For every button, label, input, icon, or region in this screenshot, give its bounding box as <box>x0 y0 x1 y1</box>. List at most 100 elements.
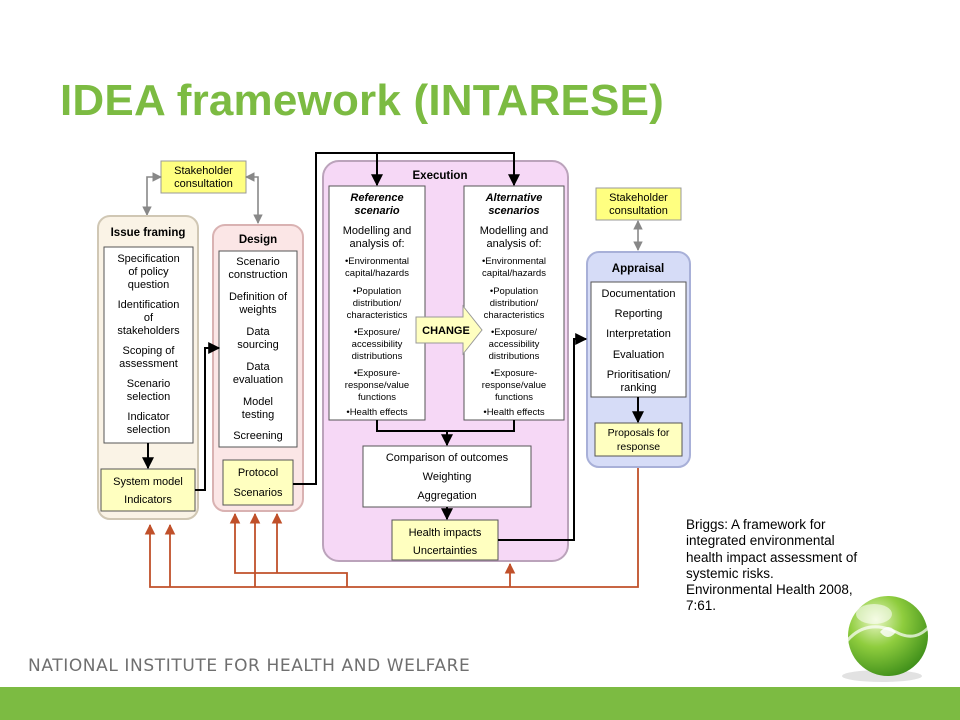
page-title: IDEA framework (INTARESE) <box>60 76 664 125</box>
proposals-line2: response <box>617 441 660 453</box>
svg-text:sourcing: sourcing <box>237 339 279 351</box>
stakeholder-left-arrows <box>142 172 263 224</box>
svg-text:Prioritisation/: Prioritisation/ <box>607 369 672 381</box>
svg-text:Interpretation: Interpretation <box>606 328 671 340</box>
svg-text:capital/hazards: capital/hazards <box>345 268 409 279</box>
stakeholder-consultation-right: Stakeholder consultation <box>595 187 682 221</box>
svg-text:•Exposure-: •Exposure- <box>354 368 401 379</box>
svg-text:•Environmental: •Environmental <box>345 256 409 267</box>
design-steps: Scenario construction Definition of weig… <box>228 256 288 442</box>
issue-framing-title: Issue framing <box>111 227 186 239</box>
svg-text:Identification: Identification <box>118 299 180 311</box>
svg-text:assessment: assessment <box>119 358 178 370</box>
reference-scenario-title: Reference <box>350 192 403 204</box>
svg-text:testing: testing <box>242 409 274 421</box>
svg-text:Aggregation: Aggregation <box>417 490 476 502</box>
issue-framing-steps: Specification of policy question Identif… <box>117 253 180 436</box>
svg-text:distribution/: distribution/ <box>490 298 539 309</box>
svg-text:of: of <box>144 312 154 324</box>
protocol-label: Protocol <box>238 467 278 479</box>
flow-arrows <box>195 152 588 541</box>
svg-text:analysis of:: analysis of: <box>349 238 404 250</box>
svg-text:characteristics: characteristics <box>484 310 545 321</box>
design-title: Design <box>239 234 277 246</box>
svg-text:•Health effects: •Health effects <box>346 407 407 418</box>
svg-text:scenario: scenario <box>354 205 400 217</box>
svg-text:Scoping of: Scoping of <box>123 345 176 357</box>
svg-text:Documentation: Documentation <box>602 288 676 300</box>
svg-text:•Exposure/: •Exposure/ <box>491 327 537 338</box>
svg-text:•Population: •Population <box>353 286 401 297</box>
svg-text:Scenario: Scenario <box>236 256 279 268</box>
svg-text:•Exposure-: •Exposure- <box>491 368 538 379</box>
indicators-label: Indicators <box>124 494 172 506</box>
feedback-arrows <box>144 468 639 588</box>
execution-stage: Execution Reference scenario Modelling a… <box>322 160 569 562</box>
svg-text:weights: weights <box>238 304 277 316</box>
svg-text:•Environmental: •Environmental <box>482 256 546 267</box>
health-impacts-label: Health impacts <box>409 527 482 539</box>
svg-text:Screening: Screening <box>233 430 283 442</box>
stakeholder-right-line1: Stakeholder <box>609 192 668 204</box>
proposals-line1: Proposals for <box>608 427 670 439</box>
issue-framing-stage: Issue framing Specification of policy qu… <box>97 215 199 520</box>
design-stage: Design Scenario construction Definition … <box>212 224 304 512</box>
execution-title: Execution <box>413 170 468 182</box>
system-model-label: System model <box>113 476 183 488</box>
svg-text:characteristics: characteristics <box>347 310 408 321</box>
footer-bar <box>0 687 960 720</box>
svg-text:•Population: •Population <box>490 286 538 297</box>
svg-text:•Health effects: •Health effects <box>483 407 544 418</box>
svg-text:Scenario: Scenario <box>127 378 170 390</box>
svg-text:Weighting: Weighting <box>423 471 472 483</box>
reference-scenario-body: Modelling and analysis of: •Environmenta… <box>343 225 412 418</box>
svg-text:distributions: distributions <box>352 351 403 362</box>
svg-text:distributions: distributions <box>489 351 540 362</box>
svg-text:functions: functions <box>358 392 396 403</box>
svg-text:selection: selection <box>127 424 170 436</box>
stakeholder-consultation-left: Stakeholder consultation <box>160 160 247 194</box>
svg-text:capital/hazards: capital/hazards <box>482 268 546 279</box>
svg-text:Definition of: Definition of <box>229 291 288 303</box>
svg-text:ranking: ranking <box>620 382 656 394</box>
alternative-scenarios-body: Modelling and analysis of: •Environmenta… <box>480 225 549 418</box>
globe-icon <box>842 596 930 682</box>
svg-text:analysis of:: analysis of: <box>486 238 541 250</box>
svg-text:Modelling and: Modelling and <box>480 225 549 237</box>
svg-text:Model: Model <box>243 396 273 408</box>
svg-text:Specification: Specification <box>117 253 179 265</box>
stakeholder-right-line2: consultation <box>609 205 668 217</box>
svg-text:question: question <box>128 279 170 291</box>
appraisal-title: Appraisal <box>612 263 664 275</box>
svg-text:Comparison of outcomes: Comparison of outcomes <box>386 452 509 464</box>
scenarios-label: Scenarios <box>234 487 283 499</box>
svg-text:Data: Data <box>246 361 270 373</box>
stakeholder-left-line1: Stakeholder <box>174 165 233 177</box>
svg-text:distribution/: distribution/ <box>353 298 402 309</box>
svg-text:Modelling and: Modelling and <box>343 225 412 237</box>
svg-text:accessibility: accessibility <box>489 339 540 350</box>
alternative-scenarios-title: Alternative <box>485 192 543 204</box>
svg-text:Reporting: Reporting <box>615 308 663 320</box>
comparison-steps: Comparison of outcomes Weighting Aggrega… <box>386 452 509 502</box>
svg-text:response/value: response/value <box>345 380 409 391</box>
svg-text:selection: selection <box>127 391 170 403</box>
svg-text:accessibility: accessibility <box>352 339 403 350</box>
svg-text:scenarios: scenarios <box>488 205 539 217</box>
svg-text:stakeholders: stakeholders <box>117 325 180 337</box>
citation-text: Briggs: A framework for integrated envir… <box>686 517 858 614</box>
svg-text:•Exposure/: •Exposure/ <box>354 327 400 338</box>
svg-text:Indicator: Indicator <box>127 411 170 423</box>
svg-text:response/value: response/value <box>482 380 546 391</box>
svg-text:Evaluation: Evaluation <box>613 349 664 361</box>
svg-text:of policy: of policy <box>128 266 169 278</box>
appraisal-stage: Appraisal Documentation Reporting Interp… <box>586 251 691 468</box>
svg-text:functions: functions <box>495 392 533 403</box>
svg-text:Data: Data <box>246 326 270 338</box>
svg-text:construction: construction <box>228 269 287 281</box>
footer-institute-name: NATIONAL INSTITUTE FOR HEALTH AND WELFAR… <box>28 656 471 676</box>
appraisal-steps: Documentation Reporting Interpretation E… <box>602 288 676 394</box>
svg-text:evaluation: evaluation <box>233 374 283 386</box>
stakeholder-left-line2: consultation <box>174 178 233 190</box>
